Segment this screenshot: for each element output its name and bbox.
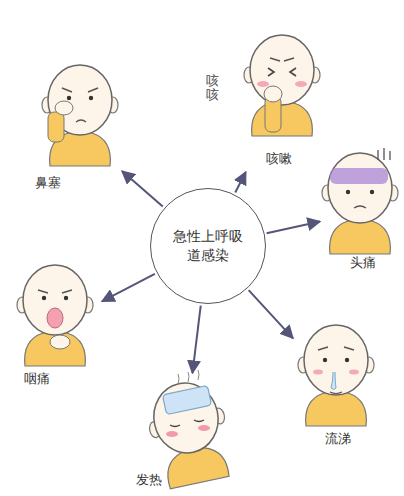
symptom-label: 发热	[136, 471, 162, 489]
arrow-connector	[102, 274, 155, 302]
hub-circle: 急性上呼吸道感染	[150, 188, 266, 304]
symptom-label: 咽痛	[24, 370, 50, 388]
arrow-connector	[249, 290, 293, 338]
symptom-node: 流涕	[295, 320, 377, 450]
symptom-node: 咳嗽	[240, 30, 325, 170]
symptom-node: 咽痛	[10, 262, 100, 390]
symptom-node: 发热	[130, 375, 240, 493]
headache-kid	[322, 148, 398, 254]
cough-kid	[244, 35, 320, 136]
arrow-connector	[122, 171, 163, 206]
symptom-label: 流涕	[325, 430, 351, 448]
symptom-node: 鼻塞	[25, 60, 120, 196]
runny-nose-kid	[298, 325, 374, 426]
symptom-label: 咳嗽	[266, 150, 292, 168]
arrow-connector	[267, 221, 320, 233]
symptom-label: 头痛	[350, 254, 376, 272]
arrow-connector	[235, 172, 245, 193]
sound-note: 咳咳	[206, 74, 219, 103]
sore-throat-kid	[17, 265, 93, 366]
hub-title: 急性上呼吸道感染	[171, 227, 245, 265]
symptom-node: 头痛	[322, 150, 400, 275]
symptom-label: 鼻塞	[35, 174, 61, 192]
stuffy-nose-kid	[42, 65, 118, 166]
arrow-connector	[192, 306, 200, 373]
